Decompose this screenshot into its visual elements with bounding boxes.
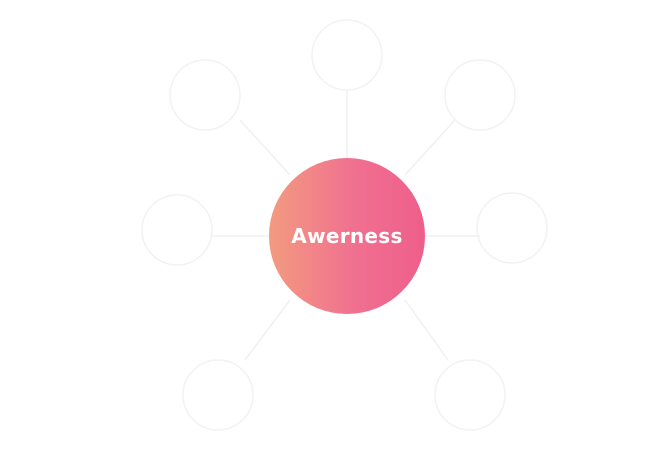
- connector-upper-right: [404, 119, 456, 176]
- satellite-node-right: [476, 192, 548, 264]
- satellite-node-top: [311, 19, 383, 91]
- connector-lines: [210, 90, 480, 361]
- connector-lower-left: [244, 299, 291, 361]
- satellite-node-upper-left: [169, 59, 241, 131]
- connector-lower-right: [404, 299, 449, 361]
- satellite-nodes: [141, 19, 548, 431]
- connector-upper-left: [239, 119, 291, 176]
- satellite-node-lower-left: [182, 359, 254, 431]
- center-node: [269, 158, 425, 314]
- satellite-node-left: [141, 194, 213, 266]
- satellite-node-lower-right: [434, 359, 506, 431]
- satellite-node-upper-right: [444, 59, 516, 131]
